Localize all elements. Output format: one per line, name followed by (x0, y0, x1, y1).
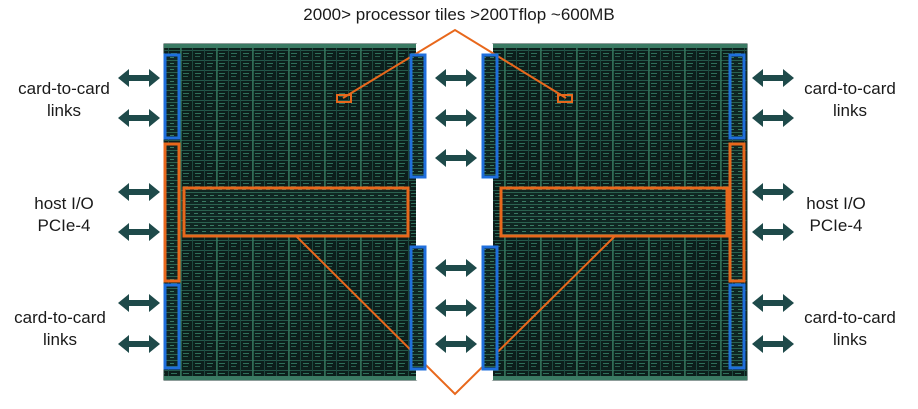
double-arrow-icon (118, 69, 160, 87)
left-bottom-link-block (163, 283, 181, 370)
io-callout-bottom (295, 235, 616, 396)
diagram-title: 2000> processor tiles >200Tflop ~600MB (303, 5, 615, 24)
right-inner-top-link-block (481, 53, 499, 179)
right-bottom-label-line1: card-to-card (804, 308, 896, 327)
right-mid-label-line1: host I/O (806, 194, 866, 213)
left-bottom-label-line1: card-to-card (14, 308, 106, 327)
right-top-link-block (728, 53, 746, 140)
right-mid-label: host I/O PCIe-4 (786, 193, 886, 237)
left-mid-label-line1: host I/O (34, 194, 94, 213)
left-top-label: card-to-card links (0, 78, 128, 122)
left-inner-top-link-block (409, 53, 427, 179)
double-arrow-icon (435, 109, 477, 127)
double-arrow-icon (118, 294, 160, 312)
left-top-label-line2: links (46, 101, 81, 120)
double-arrow-icon (118, 335, 160, 353)
right-bottom-label: card-to-card links (786, 307, 914, 351)
right-mid-label-line2: PCIe-4 (809, 216, 863, 235)
tile-marker-left (336, 94, 352, 103)
double-arrow-icon (435, 259, 477, 277)
double-arrow-icon (118, 109, 160, 127)
double-arrow-icon (752, 69, 794, 87)
right-top-label: card-to-card links (786, 78, 914, 122)
center-diamond (416, 28, 493, 394)
right-bottom-label-line2: links (832, 330, 867, 349)
double-arrow-icon (435, 299, 477, 317)
left-pcie-block (163, 142, 181, 283)
double-arrow-icon (752, 335, 794, 353)
double-arrow-icon (435, 149, 477, 167)
double-arrow-icon (118, 223, 160, 241)
double-arrow-icon (435, 69, 477, 87)
double-arrow-icon (752, 109, 794, 127)
right-bottom-link-block (728, 283, 746, 370)
double-arrow-icon (752, 183, 794, 201)
left-io-strip (182, 186, 410, 238)
double-arrow-icon (752, 223, 794, 241)
right-top-label-line2: links (832, 101, 867, 120)
right-top-label-line1: card-to-card (804, 79, 896, 98)
left-top-label-line1: card-to-card (18, 79, 110, 98)
right-pcie-block (728, 142, 746, 283)
arrows-group (118, 69, 794, 353)
right-inner-bottom-link-block (481, 245, 499, 371)
left-inner-bottom-link-block (409, 245, 427, 371)
left-top-link-block (163, 53, 181, 140)
right-io-strip (499, 186, 729, 238)
tile-callout-top (342, 28, 567, 99)
double-arrow-icon (435, 335, 477, 353)
left-bottom-label-line2: links (42, 330, 77, 349)
double-arrow-icon (118, 183, 160, 201)
left-mid-label: host I/O PCIe-4 (0, 193, 128, 237)
double-arrow-icon (752, 294, 794, 312)
tile-marker-right (557, 94, 573, 103)
left-bottom-label: card-to-card links (0, 307, 120, 351)
left-mid-label-line2: PCIe-4 (37, 216, 91, 235)
